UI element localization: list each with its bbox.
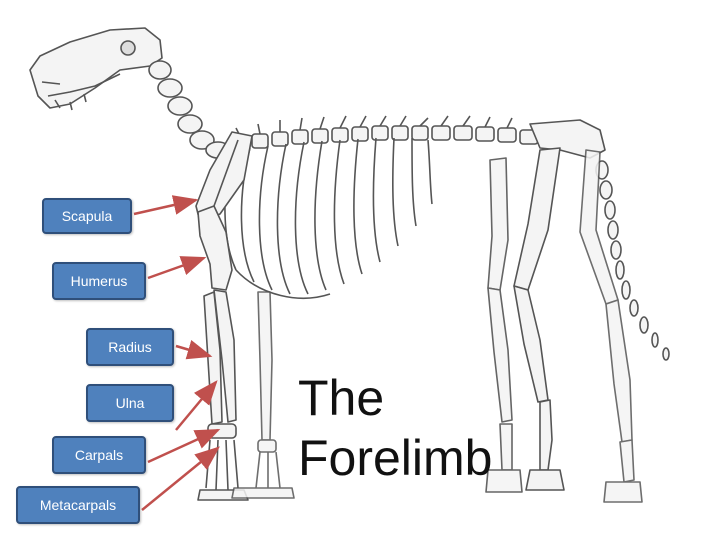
title-line-2: Forelimb xyxy=(298,430,493,486)
arrow-metacarpals xyxy=(141,446,220,511)
hind-leg-far xyxy=(579,149,643,503)
title-line-1: The xyxy=(298,370,385,426)
hind-leg xyxy=(513,147,565,491)
humerus xyxy=(197,205,233,291)
ulna-label: Ulna xyxy=(86,384,174,422)
arrow-ulna xyxy=(175,380,218,431)
rib-cage xyxy=(224,137,433,299)
arrow-radius xyxy=(175,340,213,360)
front-leg-rear xyxy=(231,291,295,499)
humerus-label: Humerus xyxy=(52,262,146,300)
tail xyxy=(595,160,670,361)
arrow-humerus xyxy=(147,256,207,280)
radius-label: Radius xyxy=(86,328,174,366)
arrow-scapula xyxy=(133,195,199,216)
hind-leg-left xyxy=(485,157,523,493)
spine xyxy=(231,115,539,151)
metacarpals-label: Metacarpals xyxy=(16,486,140,524)
carpals-label: Carpals xyxy=(52,436,146,474)
radius xyxy=(213,289,237,423)
cervical-vertebrae xyxy=(148,60,231,159)
slide-title: The Forelimb xyxy=(298,368,492,488)
arrow-carpals xyxy=(147,428,221,464)
scapula-label: Scapula xyxy=(42,198,132,234)
